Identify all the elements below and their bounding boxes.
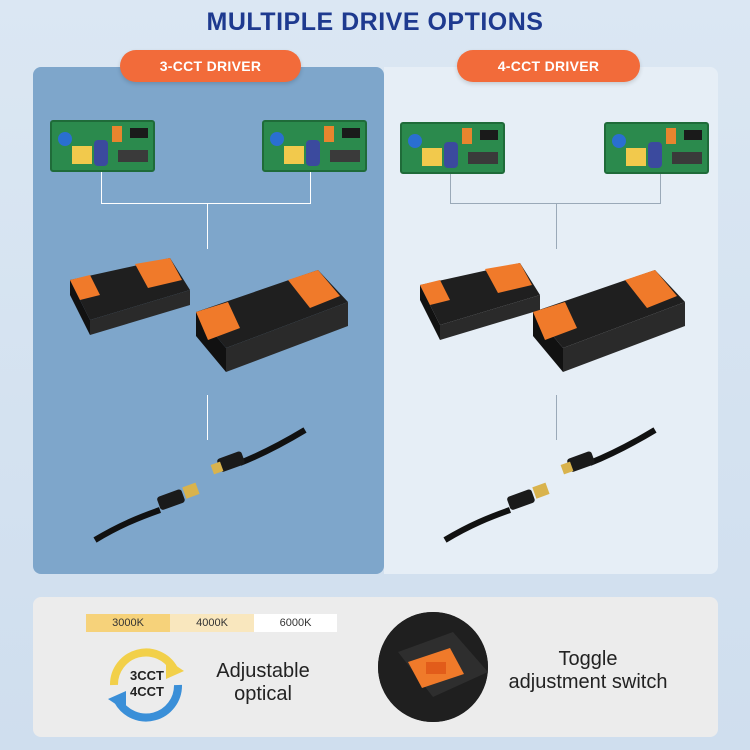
- pcb-image: [604, 122, 709, 174]
- cable-connector-image: [443, 427, 657, 543]
- toggle-switch-closeup-image: [378, 612, 488, 722]
- pcb-image: [50, 120, 155, 172]
- connector-line: [660, 174, 661, 203]
- connector-line: [207, 203, 208, 249]
- 3cct-driver-label: 3-CCT DRIVER: [120, 50, 301, 82]
- connector-line: [556, 395, 557, 440]
- toggle-line1: Toggle: [558, 648, 618, 670]
- connector-line: [450, 203, 661, 204]
- 4cct-driver-label: 4-CCT DRIVER: [457, 50, 640, 82]
- driver-large-image: [533, 270, 685, 372]
- connector-line: [450, 174, 451, 203]
- cable-connector-image: [93, 427, 307, 543]
- cycle-label-4cct: 4CCT: [130, 684, 164, 699]
- cycle-arrows-icon: [108, 648, 184, 722]
- connector-line: [207, 395, 208, 440]
- adjustable-optical-text: Adjustable optical: [198, 660, 328, 706]
- cct-6000k: 6000K: [254, 614, 337, 632]
- cycle-label-3cct: 3CCT: [130, 668, 164, 683]
- connector-line: [556, 203, 557, 249]
- driver-small-image: [70, 258, 190, 335]
- pcb-image: [400, 122, 505, 174]
- connector-line: [101, 172, 102, 203]
- driver-large-image: [196, 270, 348, 372]
- adjustable-line2: optical: [234, 683, 292, 705]
- driver-small-image: [420, 263, 540, 340]
- cct-3000k: 3000K: [86, 614, 170, 632]
- toggle-line2: adjustment switch: [508, 671, 668, 693]
- connector-line: [101, 203, 311, 204]
- connector-line: [310, 172, 311, 203]
- page-title: MULTIPLE DRIVE OPTIONS: [206, 8, 544, 36]
- toggle-switch-text: Toggle adjustment switch: [488, 648, 688, 694]
- adjustable-line1: Adjustable: [216, 660, 310, 682]
- pcb-image: [262, 120, 367, 172]
- cct-4000k: 4000K: [170, 614, 254, 632]
